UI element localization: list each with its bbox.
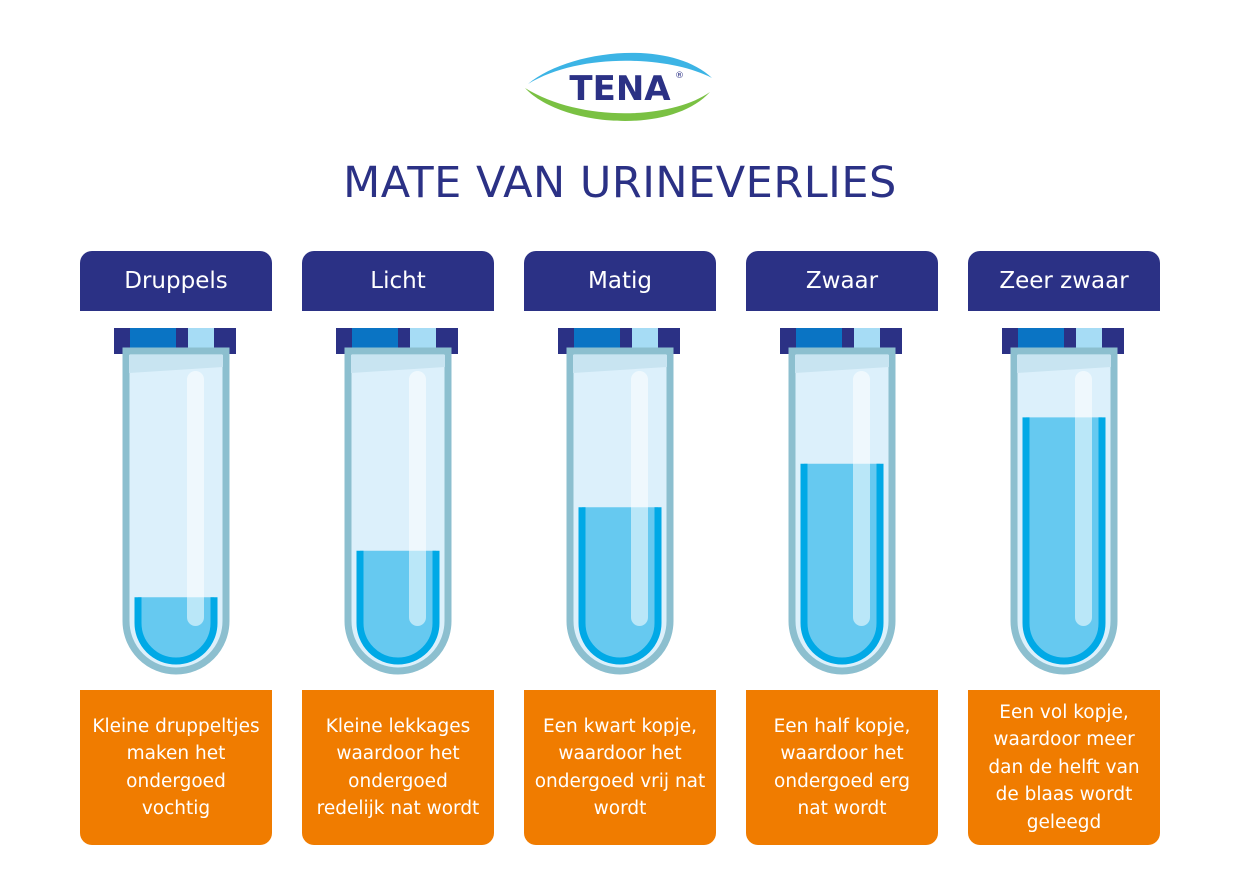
level-description: Een kwart kopje, waardoor het ondergoed …	[524, 690, 716, 845]
fluid-edge	[578, 507, 662, 665]
logo-registered-mark: ®	[675, 71, 684, 81]
level-label: Matig	[524, 251, 716, 311]
level-label: Zeer zwaar	[968, 251, 1160, 311]
fluid-edge	[800, 463, 884, 665]
test-tube	[114, 328, 236, 675]
fluid-edge	[356, 550, 440, 665]
test-tube	[336, 328, 458, 675]
level-label: Zwaar	[746, 251, 938, 311]
logo-swoosh-green	[525, 88, 710, 121]
page-title: MATE VAN URINEVERLIES	[343, 158, 897, 208]
tube-rim-shadow	[129, 355, 223, 373]
level-description: Een vol kopje, waardoor meer dan de helf…	[968, 690, 1160, 845]
level-label: Licht	[302, 251, 494, 311]
test-tube	[558, 328, 680, 675]
tube-rim-shadow	[351, 355, 445, 373]
tena-logo: TENA ®	[525, 52, 712, 121]
logo-wordmark: TENA	[569, 69, 671, 109]
tube-shine	[1075, 371, 1092, 626]
level-description: Kleine druppeltjes maken het ondergoed v…	[80, 690, 272, 845]
tube-rim-shadow	[1017, 355, 1111, 373]
tube-shine	[853, 371, 870, 626]
tube-shine	[631, 371, 648, 626]
tube-rim-shadow	[573, 355, 667, 373]
logo-swoosh-blue	[528, 52, 712, 84]
level-description: Kleine lekkages waardoor het ondergoed r…	[302, 690, 494, 845]
tube-rim-shadow	[795, 355, 889, 373]
tube-shine	[187, 371, 204, 626]
test-tube	[780, 328, 902, 675]
fluid-edge	[1022, 417, 1106, 665]
level-description: Een half kopje, waardoor het ondergoed e…	[746, 690, 938, 845]
test-tube	[1002, 328, 1124, 675]
fluid-edge	[134, 597, 218, 665]
tube-shine	[409, 371, 426, 626]
level-label: Druppels	[80, 251, 272, 311]
